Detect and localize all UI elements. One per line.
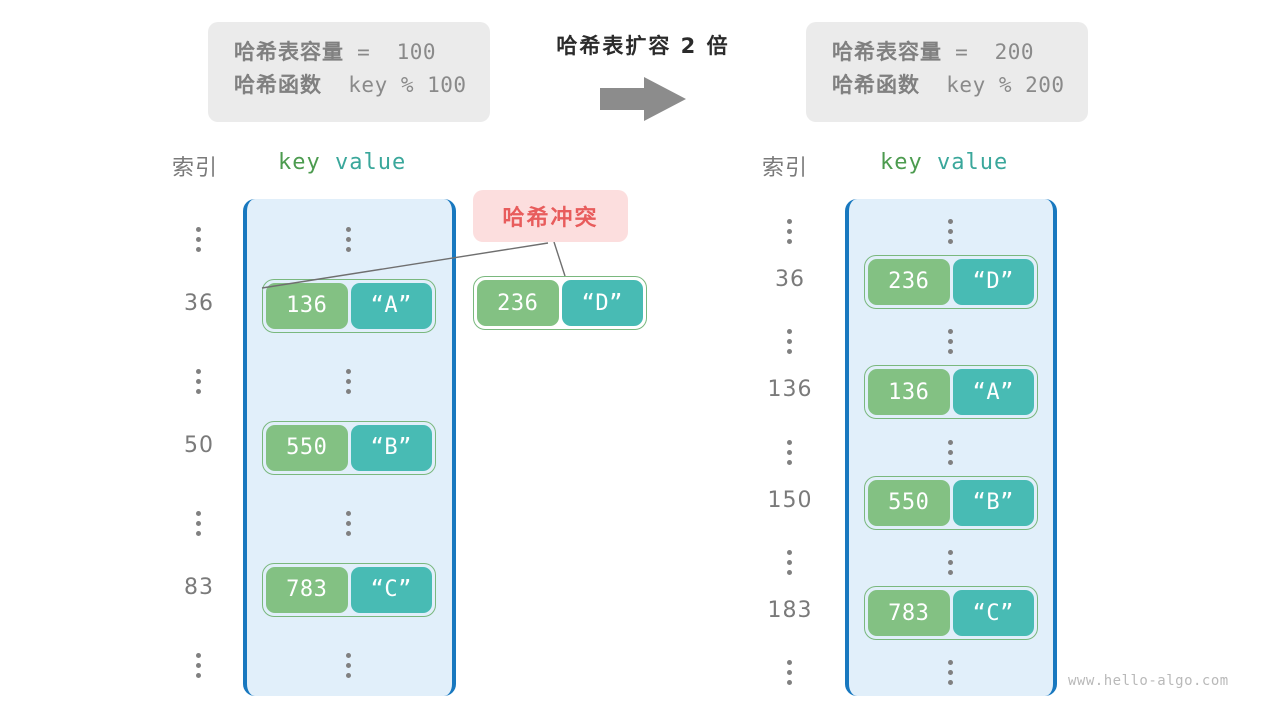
- index-ellipsis: [787, 218, 793, 244]
- left-value-header: value: [335, 150, 407, 175]
- entry-pair: 550“B”: [262, 420, 436, 475]
- entry-key: 136: [266, 282, 348, 329]
- row-index: 136: [767, 377, 813, 403]
- index-ellipsis: [196, 510, 202, 536]
- capacity-value-before: = 100: [344, 40, 437, 64]
- right-arrow-icon: [600, 77, 686, 121]
- row-index: 150: [767, 487, 813, 513]
- slot-ellipsis: [948, 549, 954, 575]
- entry-pair: 783“C”: [262, 562, 436, 617]
- slot-ellipsis: [948, 439, 954, 465]
- entry-key: 550: [868, 479, 950, 526]
- entry-value: “B”: [952, 479, 1034, 526]
- entry-key: 550: [266, 424, 348, 471]
- entry-value: “C”: [350, 566, 432, 613]
- left-kv-header: key value: [278, 150, 406, 175]
- function-line-before: 哈希函数 key % 100: [234, 69, 467, 102]
- hash-config-box-after: 哈希表容量 = 200 哈希函数 key % 200: [806, 22, 1088, 122]
- entry-key: 783: [868, 590, 950, 637]
- slot-ellipsis: [948, 329, 954, 355]
- index-ellipsis: [787, 660, 793, 686]
- collision-badge: 哈希冲突: [473, 190, 628, 242]
- right-value-header: value: [937, 150, 1009, 175]
- capacity-line-after: 哈希表容量 = 200: [832, 36, 1062, 69]
- floating-entry-value: “D”: [561, 280, 643, 326]
- floating-entry-pair: 236 “D”: [473, 276, 647, 330]
- row-index: 50: [184, 432, 214, 458]
- capacity-line-before: 哈希表容量 = 100: [234, 36, 464, 69]
- slot-ellipsis: [346, 510, 352, 536]
- entry-pair: 236“D”: [864, 254, 1038, 309]
- entry-pair: 550“B”: [864, 475, 1038, 530]
- capacity-label-before: 哈希表容量: [234, 40, 344, 64]
- index-ellipsis: [196, 368, 202, 394]
- index-ellipsis: [787, 549, 793, 575]
- entry-pair: 136“A”: [864, 365, 1038, 420]
- function-value-after: key % 200: [920, 73, 1065, 97]
- watermark: www.hello-algo.com: [1068, 673, 1229, 689]
- row-index: 183: [767, 598, 813, 624]
- entry-value: “B”: [350, 424, 432, 471]
- entry-value: “A”: [952, 369, 1034, 416]
- slot-ellipsis: [948, 660, 954, 686]
- capacity-value-after: = 200: [942, 40, 1035, 64]
- left-index-header: 索引: [172, 156, 219, 181]
- row-index: 36: [775, 266, 805, 292]
- row-index: 83: [184, 574, 214, 600]
- index-ellipsis: [196, 226, 202, 252]
- entry-key: 236: [868, 258, 950, 305]
- index-ellipsis: [787, 329, 793, 355]
- slot-ellipsis: [346, 652, 352, 678]
- entry-value: “D”: [952, 258, 1034, 305]
- slot-ellipsis: [346, 226, 352, 252]
- hash-config-box-before: 哈希表容量 = 100 哈希函数 key % 100: [208, 22, 490, 122]
- entry-value: “A”: [350, 282, 432, 329]
- floating-entry-key: 236: [477, 280, 559, 326]
- index-ellipsis: [787, 439, 793, 465]
- entry-value: “C”: [952, 590, 1034, 637]
- function-line-after: 哈希函数 key % 200: [832, 69, 1065, 102]
- capacity-label-after: 哈希表容量: [832, 40, 942, 64]
- function-label-after: 哈希函数: [832, 73, 920, 97]
- entry-pair: 783“C”: [864, 586, 1038, 641]
- left-key-header: key: [278, 150, 321, 175]
- entry-key: 783: [266, 566, 348, 613]
- entry-pair: 136“A”: [262, 278, 436, 333]
- index-ellipsis: [196, 652, 202, 678]
- right-kv-header: key value: [880, 150, 1008, 175]
- function-value-before: key % 100: [322, 73, 467, 97]
- right-index-header: 索引: [762, 156, 809, 181]
- slot-ellipsis: [346, 368, 352, 394]
- slot-ellipsis: [948, 218, 954, 244]
- right-key-header: key: [880, 150, 923, 175]
- function-label-before: 哈希函数: [234, 73, 322, 97]
- expand-title: 哈希表扩容 2 倍: [556, 34, 730, 58]
- entry-key: 136: [868, 369, 950, 416]
- row-index: 36: [184, 290, 214, 316]
